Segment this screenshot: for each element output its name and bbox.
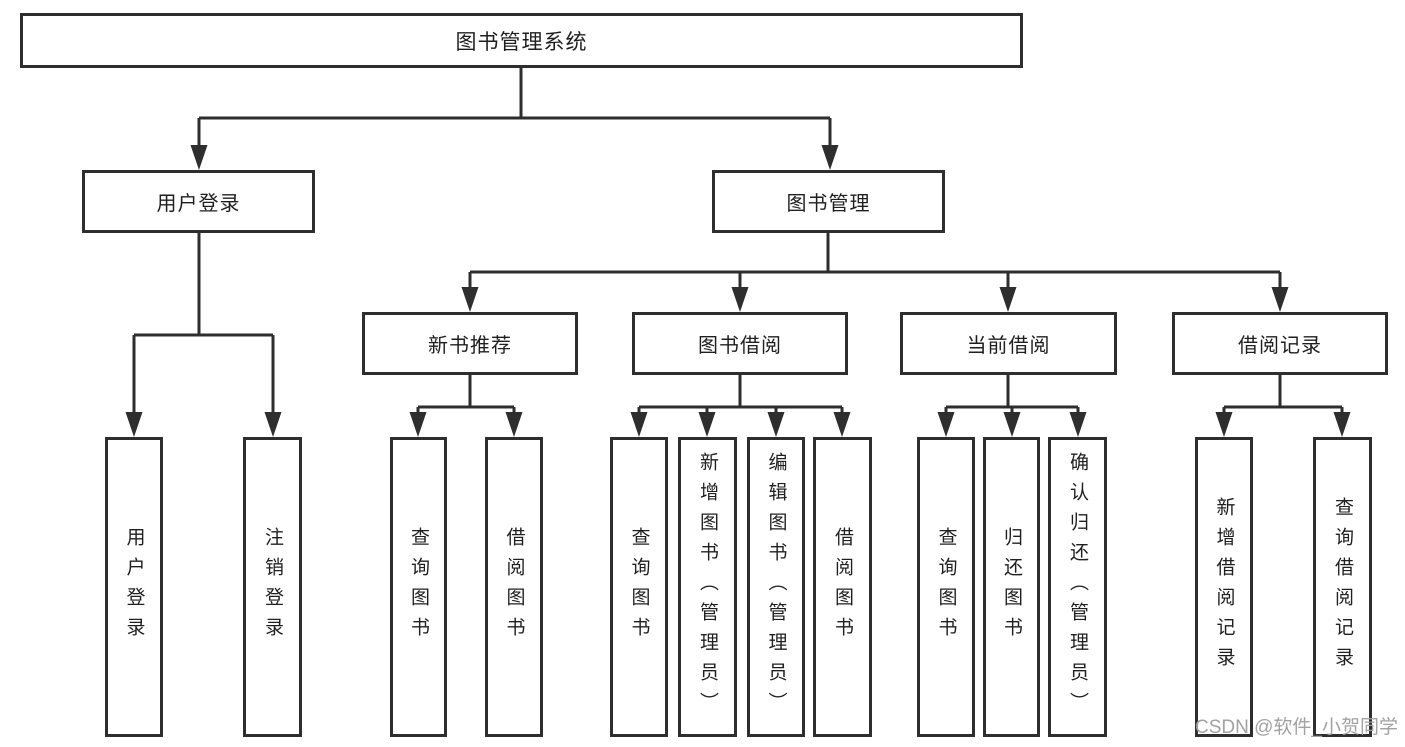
node-label: 新增借阅记录 xyxy=(1213,497,1235,677)
node-label: 编辑图书（管理员） xyxy=(765,452,787,722)
node-leaf-edit-books-admin: 编辑图书（管理员） xyxy=(747,437,805,737)
node-label: 新增图书（管理员） xyxy=(697,452,718,722)
node-label: 确认归还（管理员） xyxy=(1067,452,1088,722)
node-leaf-query-books-current: 查询图书 xyxy=(917,437,975,737)
node-root-library-management-system: 图书管理系统 xyxy=(20,13,1023,68)
node-label: 归还图书 xyxy=(1001,527,1022,647)
node-borrowing-records: 借阅记录 xyxy=(1172,312,1388,375)
node-label: 用户登录 xyxy=(156,193,241,215)
node-leaf-logout: 注销登录 xyxy=(243,437,302,737)
node-label: 查询图书 xyxy=(408,527,429,647)
node-book-borrowing: 图书借阅 xyxy=(632,312,848,375)
node-leaf-add-borrow-record: 新增借阅记录 xyxy=(1195,437,1253,737)
node-leaf-confirm-return-admin: 确认归还（管理员） xyxy=(1048,437,1107,737)
node-label: 借阅图书 xyxy=(832,527,853,647)
node-book-management: 图书管理 xyxy=(712,170,945,233)
node-user-login: 用户登录 xyxy=(82,170,315,233)
node-leaf-borrow-books: 借阅图书 xyxy=(813,437,872,737)
node-label: 用户登录 xyxy=(123,527,145,647)
node-leaf-add-books-admin: 新增图书（管理员） xyxy=(678,437,737,737)
node-label: 查询图书 xyxy=(628,527,650,647)
node-leaf-query-borrow-record: 查询借阅记录 xyxy=(1313,437,1372,737)
node-leaf-user-login: 用户登录 xyxy=(105,437,163,737)
node-label: 当前借阅 xyxy=(966,335,1051,357)
csdn-watermark: CSDN @软件_小贺同学 xyxy=(1195,717,1398,738)
node-current-borrowing: 当前借阅 xyxy=(900,312,1117,375)
node-label: 借阅图书 xyxy=(503,527,525,647)
node-label: 图书管理 xyxy=(786,193,871,215)
node-leaf-return-books: 归还图书 xyxy=(983,437,1040,737)
node-leaf-borrow-books-recommend: 借阅图书 xyxy=(485,437,543,737)
node-leaf-query-books-recommend: 查询图书 xyxy=(390,437,447,737)
node-label: 图书借阅 xyxy=(698,335,782,357)
node-leaf-query-books-borrowing: 查询图书 xyxy=(610,437,668,737)
node-label: 查询图书 xyxy=(935,527,957,647)
node-label: 图书管理系统 xyxy=(455,30,588,54)
node-new-book-recommendation: 新书推荐 xyxy=(362,312,578,375)
arrowheads xyxy=(125,145,1351,437)
node-label: 新书推荐 xyxy=(428,335,512,357)
node-label: 注销登录 xyxy=(262,527,283,647)
node-label: 查询借阅记录 xyxy=(1332,497,1353,677)
node-label: 借阅记录 xyxy=(1238,335,1322,357)
